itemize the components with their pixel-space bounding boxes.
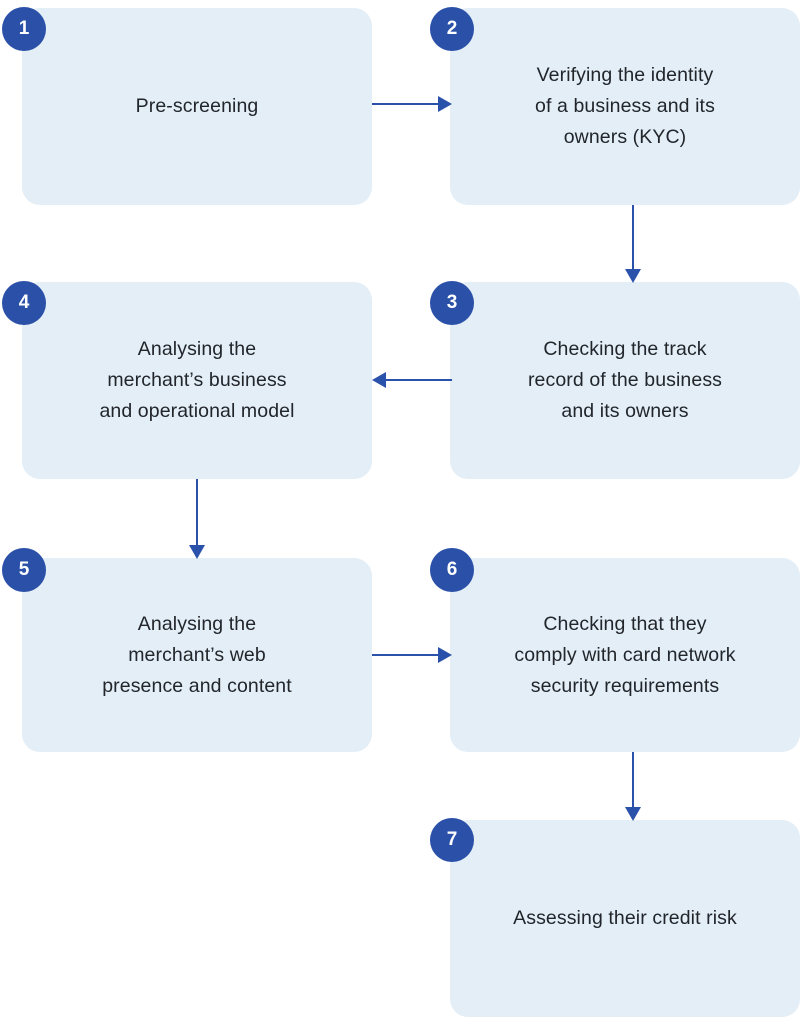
flow-step-badge-4: 4	[2, 281, 46, 325]
flow-step-box-2[interactable]: Verifying the identity of a business and…	[450, 8, 800, 205]
connector-arrow-2-to-3	[621, 205, 645, 283]
flow-step-label-3: Checking the track record of the busines…	[527, 338, 723, 422]
flow-step-box-5[interactable]: Analysing the merchant’s web presence an…	[22, 558, 372, 752]
flow-step-box-6[interactable]: Checking that they comply with card netw…	[450, 558, 800, 752]
connector-arrow-6-to-7	[621, 752, 645, 821]
flow-step-badge-7: 7	[430, 818, 474, 862]
flow-step-badge-5: 5	[2, 548, 46, 592]
flow-step-box-1[interactable]: Pre-screening	[22, 8, 372, 205]
flow-step-label-5: Analysing the merchant’s web presence an…	[102, 612, 292, 697]
flow-step-box-7[interactable]: Assessing their credit risk	[450, 820, 800, 1017]
connector-arrow-4-to-5	[185, 479, 209, 559]
connector-arrow-5-to-6	[372, 643, 452, 667]
connector-arrow-3-to-4	[372, 368, 452, 392]
flow-step-label-2: Verifying the identity of a business and…	[535, 64, 715, 148]
flow-step-badge-1: 1	[2, 7, 46, 51]
flow-step-label-6: Checking that they comply with card netw…	[514, 612, 736, 697]
flow-step-badge-6: 6	[430, 548, 474, 592]
flow-step-label-1: Pre-screening	[135, 95, 259, 117]
flow-step-box-3[interactable]: Checking the track record of the busines…	[450, 282, 800, 479]
flow-step-badge-3: 3	[430, 281, 474, 325]
flow-step-box-4[interactable]: Analysing the merchant’s business and op…	[22, 282, 372, 479]
flow-step-label-7: Assessing their credit risk	[513, 907, 737, 929]
flow-step-label-4: Analysing the merchant’s business and op…	[99, 338, 295, 422]
flow-step-badge-2: 2	[430, 7, 474, 51]
connector-arrow-1-to-2	[372, 92, 452, 116]
